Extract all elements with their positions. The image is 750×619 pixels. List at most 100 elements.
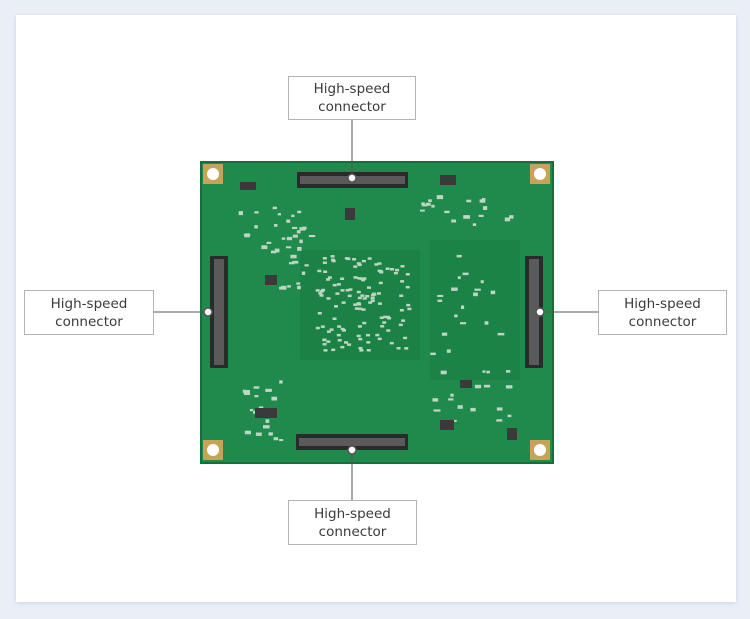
smd-component <box>304 264 309 267</box>
smd-component <box>243 392 251 395</box>
smd-component <box>297 285 301 290</box>
smd-pad <box>377 302 382 305</box>
smd-component <box>296 282 301 285</box>
smd-pad <box>342 329 346 332</box>
smd-component <box>261 245 268 250</box>
smd-component <box>265 388 272 392</box>
smd-pad <box>378 281 383 285</box>
smd-component <box>456 254 462 258</box>
smd-pad <box>326 297 331 300</box>
smd-component <box>292 234 298 238</box>
smd-component <box>461 305 465 309</box>
smd-component <box>286 219 291 223</box>
smd-pad <box>399 294 404 297</box>
label-bottom-line2: connector <box>318 523 387 540</box>
smd-pad <box>401 319 406 322</box>
smd-pad <box>366 341 371 344</box>
smd-pad <box>356 302 361 305</box>
smd-component <box>253 410 257 414</box>
smd-pad <box>383 315 388 319</box>
smd-pad <box>315 326 320 330</box>
smd-pad <box>317 269 322 273</box>
smd-pad <box>367 257 372 260</box>
smd-pad <box>344 341 348 344</box>
smd-component <box>431 204 435 208</box>
smd-component <box>297 210 302 214</box>
smd-component <box>432 398 439 402</box>
smd-component <box>474 288 481 291</box>
smd-pad <box>361 308 366 311</box>
smd-component <box>509 215 514 219</box>
smd-component <box>480 280 484 284</box>
smd-pad <box>334 305 338 308</box>
smd-pad <box>405 285 410 289</box>
smd-pad <box>361 259 366 263</box>
label-top-line2: connector <box>318 99 386 115</box>
ic-chip <box>265 275 277 285</box>
smd-pad <box>396 347 401 350</box>
smd-pad <box>359 349 364 352</box>
smd-pad <box>321 288 326 292</box>
smd-pad <box>357 263 362 267</box>
ic-chip <box>345 208 355 220</box>
smd-pad <box>354 307 359 310</box>
smd-pad <box>326 340 331 343</box>
smd-pad <box>341 301 346 304</box>
smd-component <box>297 246 302 251</box>
smd-component <box>504 217 511 222</box>
smd-component <box>483 384 491 388</box>
smd-component <box>496 407 503 411</box>
smd-component <box>285 246 292 249</box>
smd-pad <box>319 294 324 297</box>
smd-component <box>254 211 259 214</box>
smd-component <box>457 405 463 409</box>
smd-pad <box>340 327 345 331</box>
smd-pad <box>331 258 335 262</box>
smd-component <box>470 407 476 412</box>
smd-pad <box>322 257 327 260</box>
smd-component <box>474 384 482 389</box>
smd-pad <box>361 278 366 282</box>
smd-pad <box>375 333 380 337</box>
smd-component <box>453 419 457 422</box>
smd-pad <box>347 343 352 346</box>
smd-component <box>441 332 448 336</box>
mounting-hole-tl <box>203 164 223 184</box>
smd-pad <box>317 312 322 315</box>
smd-pad <box>337 325 342 328</box>
smd-pad <box>357 325 362 328</box>
ic-chip <box>507 428 517 440</box>
smd-component <box>274 224 278 227</box>
smd-pad <box>377 292 381 295</box>
smd-component <box>484 321 489 325</box>
connector-left <box>210 256 228 368</box>
smd-component <box>463 215 470 219</box>
smd-pad <box>326 330 331 333</box>
smd-component <box>507 414 512 418</box>
smd-pad <box>368 301 373 304</box>
smd-component <box>425 202 431 206</box>
smd-component <box>496 419 503 422</box>
smd-pad <box>353 303 358 306</box>
label-bottom-connector: High-speed connector <box>288 500 417 545</box>
smd-component <box>258 406 264 409</box>
smd-component <box>287 285 291 288</box>
smd-pad <box>345 289 350 292</box>
smd-pad <box>374 263 379 266</box>
smd-pad <box>404 347 409 350</box>
smd-component <box>497 332 505 336</box>
smd-component <box>272 206 277 210</box>
smd-component <box>457 276 461 280</box>
smd-component <box>249 409 254 412</box>
smd-pad <box>362 297 367 300</box>
smd-component <box>271 396 278 401</box>
smd-pad <box>357 277 362 280</box>
smd-component <box>291 214 295 218</box>
smd-component <box>472 223 477 226</box>
smd-component <box>253 386 260 389</box>
smd-pad <box>329 328 334 331</box>
smd-component <box>460 322 467 325</box>
smd-pad <box>399 309 404 312</box>
marker-right <box>535 307 545 317</box>
smd-component <box>428 199 432 202</box>
